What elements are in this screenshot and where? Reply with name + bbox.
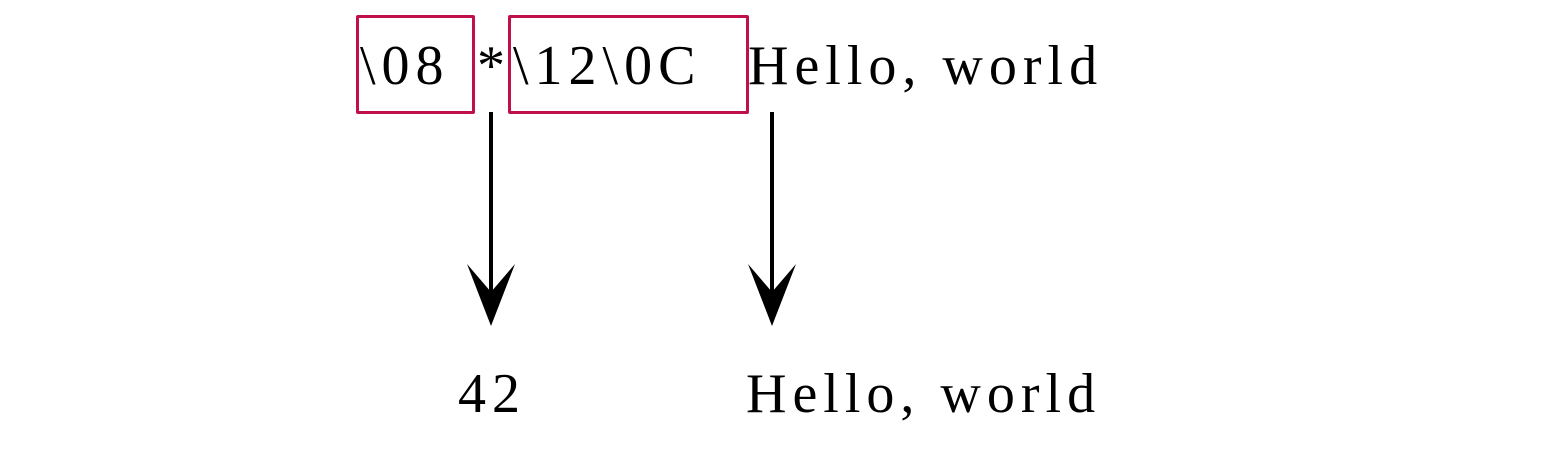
- arrow-length-to-payload: [748, 112, 796, 326]
- tag-field-highlight-box: [356, 15, 475, 114]
- arrow-tag-to-value: [467, 112, 515, 326]
- encoded-separator: *: [477, 35, 511, 97]
- encoded-tag-field: \08: [360, 35, 450, 97]
- encoded-length-field: \12\0C: [513, 35, 702, 97]
- encoded-payload: Hello, world: [748, 35, 1104, 97]
- length-field-highlight-box: [508, 15, 749, 114]
- decoded-value: 42: [458, 363, 526, 425]
- decoded-payload: Hello, world: [746, 363, 1102, 425]
